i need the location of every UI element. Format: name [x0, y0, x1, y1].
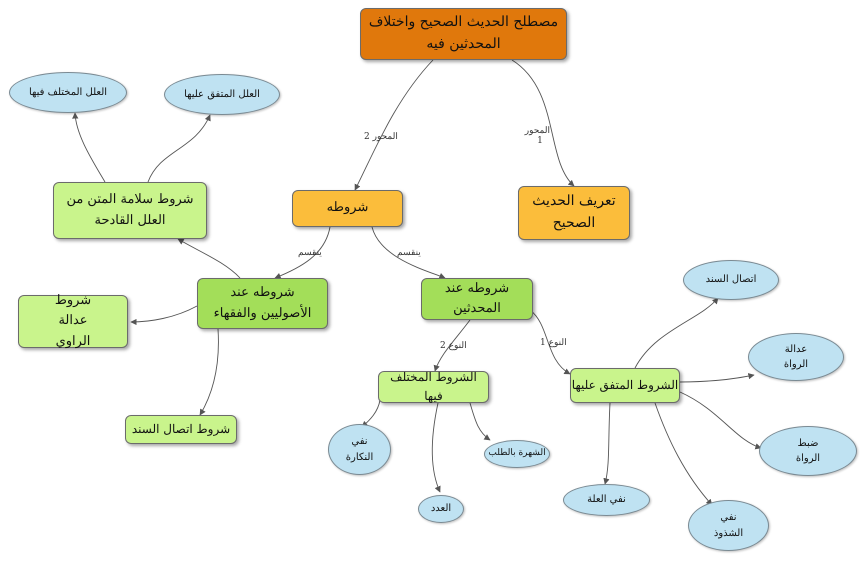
node-isnad[interactable]: شروط اتصال السند	[125, 415, 237, 444]
node-illa[interactable]: نفي العلة	[563, 484, 650, 516]
edge-usuliyyin-isnad	[199, 328, 219, 416]
node-disputed-ilal[interactable]: العلل المختلف فيها	[9, 72, 127, 113]
edge-agreed-shudhudh	[654, 402, 713, 506]
edge-label-divides-left: ينقسم	[298, 248, 322, 258]
edge-label-type1: النوع 1	[540, 338, 567, 348]
edge-usuliyyin-narrator	[130, 305, 198, 326]
edge-root-definition	[511, 59, 575, 187]
edge-agreed-adala	[679, 373, 755, 383]
edge-muhaddithin-agreed	[529, 309, 571, 375]
edge-label-divides-right: ينقسم	[397, 248, 421, 258]
node-adad[interactable]: العدد	[418, 495, 464, 523]
edge-conditions-usuliyyin	[274, 226, 331, 279]
edge-muhaddithin-disputed	[433, 319, 471, 372]
edge-usuliyyin-matn	[177, 238, 241, 279]
edge-conditions-muhaddithin	[371, 226, 446, 279]
node-muhaddithin[interactable]: شروطه عند المحدثين	[421, 278, 533, 320]
node-shudhudh[interactable]: نفي الشذوذ	[688, 500, 769, 551]
node-nakara[interactable]: نفي النكارة	[328, 424, 391, 475]
edge-agreed-dabt	[679, 391, 762, 450]
edge-label-axis2: المحور 2	[364, 132, 398, 142]
node-narrator[interactable]: شروط عدالة الراوي	[18, 293, 128, 349]
node-disputed[interactable]: الشروط المختلف فيها	[378, 370, 489, 403]
node-agreed[interactable]: الشروط المتفق عليها	[570, 368, 680, 403]
node-adala[interactable]: عدالة الرواة	[748, 333, 844, 381]
edge-label-type2: النوع 2	[440, 341, 467, 351]
edge-root-conditions	[354, 59, 434, 191]
edge-matn-agreed-ilal	[147, 114, 211, 183]
node-sanad[interactable]: اتصال السند	[683, 260, 779, 300]
edge-disputed-nakara	[361, 399, 381, 428]
edge-matn-disputed-ilal	[72, 112, 106, 183]
node-conditions[interactable]: شروطه	[292, 190, 403, 227]
edge-disputed-adad	[431, 402, 441, 493]
node-usuliyyin[interactable]: شروطه عند الأصوليين والفقهاء	[197, 278, 328, 329]
node-definition[interactable]: تعريف الحديث الصحيح	[518, 186, 630, 240]
edge-label-axis1: المحور 1	[524, 126, 550, 146]
edge-agreed-illa	[603, 402, 611, 485]
edge-disputed-shuhra	[469, 402, 491, 441]
node-agreed-ilal[interactable]: العلل المتفق عليها	[164, 74, 280, 115]
node-root[interactable]: مصطلح الحديث الصحيح واختلاف المحدثين فيه	[360, 8, 567, 60]
edge-agreed-sanad	[634, 297, 719, 369]
node-dabt[interactable]: ضبط الرواة	[759, 426, 857, 476]
node-shuhra[interactable]: الشهرة بالطلب	[484, 440, 550, 468]
node-matn[interactable]: شروط سلامة المتن من العلل القادحة	[53, 182, 207, 239]
